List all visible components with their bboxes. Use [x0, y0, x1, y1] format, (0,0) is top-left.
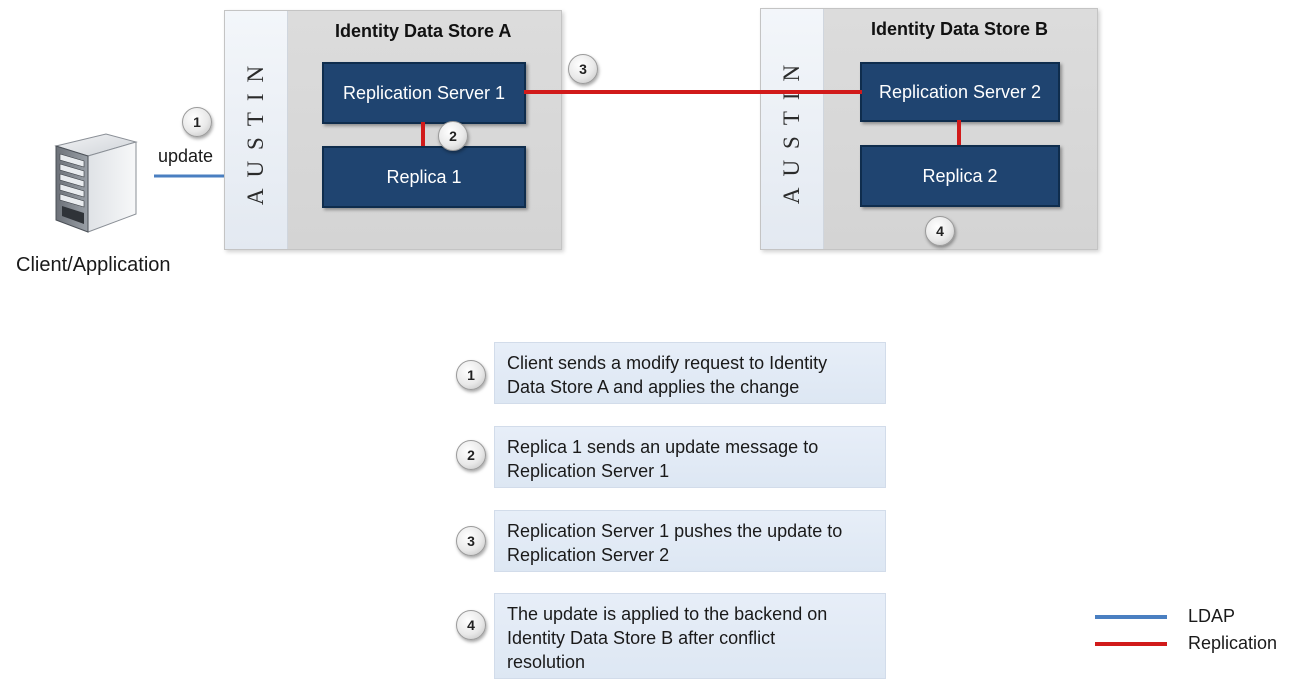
step-badge-2: 2	[438, 121, 468, 151]
legend-replication-swatch	[1095, 642, 1167, 646]
location-strip-a: AUSTIN	[225, 11, 288, 249]
legend-ldap-swatch	[1095, 615, 1167, 619]
replication-link-replica1-rs1	[421, 122, 425, 146]
step-badge-4: 4	[925, 216, 955, 246]
replica-1: Replica 1	[322, 146, 526, 208]
replica-2-label: Replica 2	[922, 165, 998, 186]
identity-data-store-a: AUSTIN Identity Data Store A	[224, 10, 562, 250]
step-description-1: Client sends a modify request to Identit…	[494, 342, 886, 404]
update-label: update	[158, 146, 214, 166]
client-application	[48, 128, 140, 240]
step-list-badge-3: 3	[456, 526, 486, 556]
legend-ldap-label: LDAP	[1188, 606, 1236, 626]
replication-link-replica2-rs2	[957, 120, 961, 145]
step-list-badge-4: 4	[456, 610, 486, 640]
client-application-label: Client/Application	[16, 254, 171, 276]
store-a-title: Identity Data Store A	[335, 21, 512, 41]
step-badge-1: 1	[182, 107, 212, 137]
location-label-b: AUSTIN	[779, 53, 804, 205]
replica-1-label: Replica 1	[386, 166, 462, 187]
step-badge-3: 3	[568, 54, 598, 84]
step-description-3: Replication Server 1 pushes the update t…	[494, 510, 886, 572]
location-strip-b: AUSTIN	[761, 9, 824, 249]
server-tower-icon	[54, 133, 138, 233]
identity-data-store-b: AUSTIN Identity Data Store B	[760, 8, 1098, 250]
replication-server-2-label: Replication Server 2	[878, 81, 1042, 102]
step-description-4: The update is applied to the backend on …	[494, 593, 886, 679]
step-list-badge-1: 1	[456, 360, 486, 390]
replication-server-2: Replication Server 2	[860, 62, 1060, 122]
replication-server-1: Replication Server 1	[322, 62, 526, 124]
replica-2: Replica 2	[860, 145, 1060, 207]
location-label-a: AUSTIN	[243, 54, 268, 206]
store-b-title: Identity Data Store B	[871, 19, 1049, 39]
step-list-badge-2: 2	[456, 440, 486, 470]
replication-link-rs1-rs2	[524, 90, 862, 94]
step-description-2: Replica 1 sends an update message to Rep…	[494, 426, 886, 488]
replication-server-1-label: Replication Server 1	[342, 82, 506, 103]
legend-replication-label: Replication	[1188, 633, 1278, 653]
